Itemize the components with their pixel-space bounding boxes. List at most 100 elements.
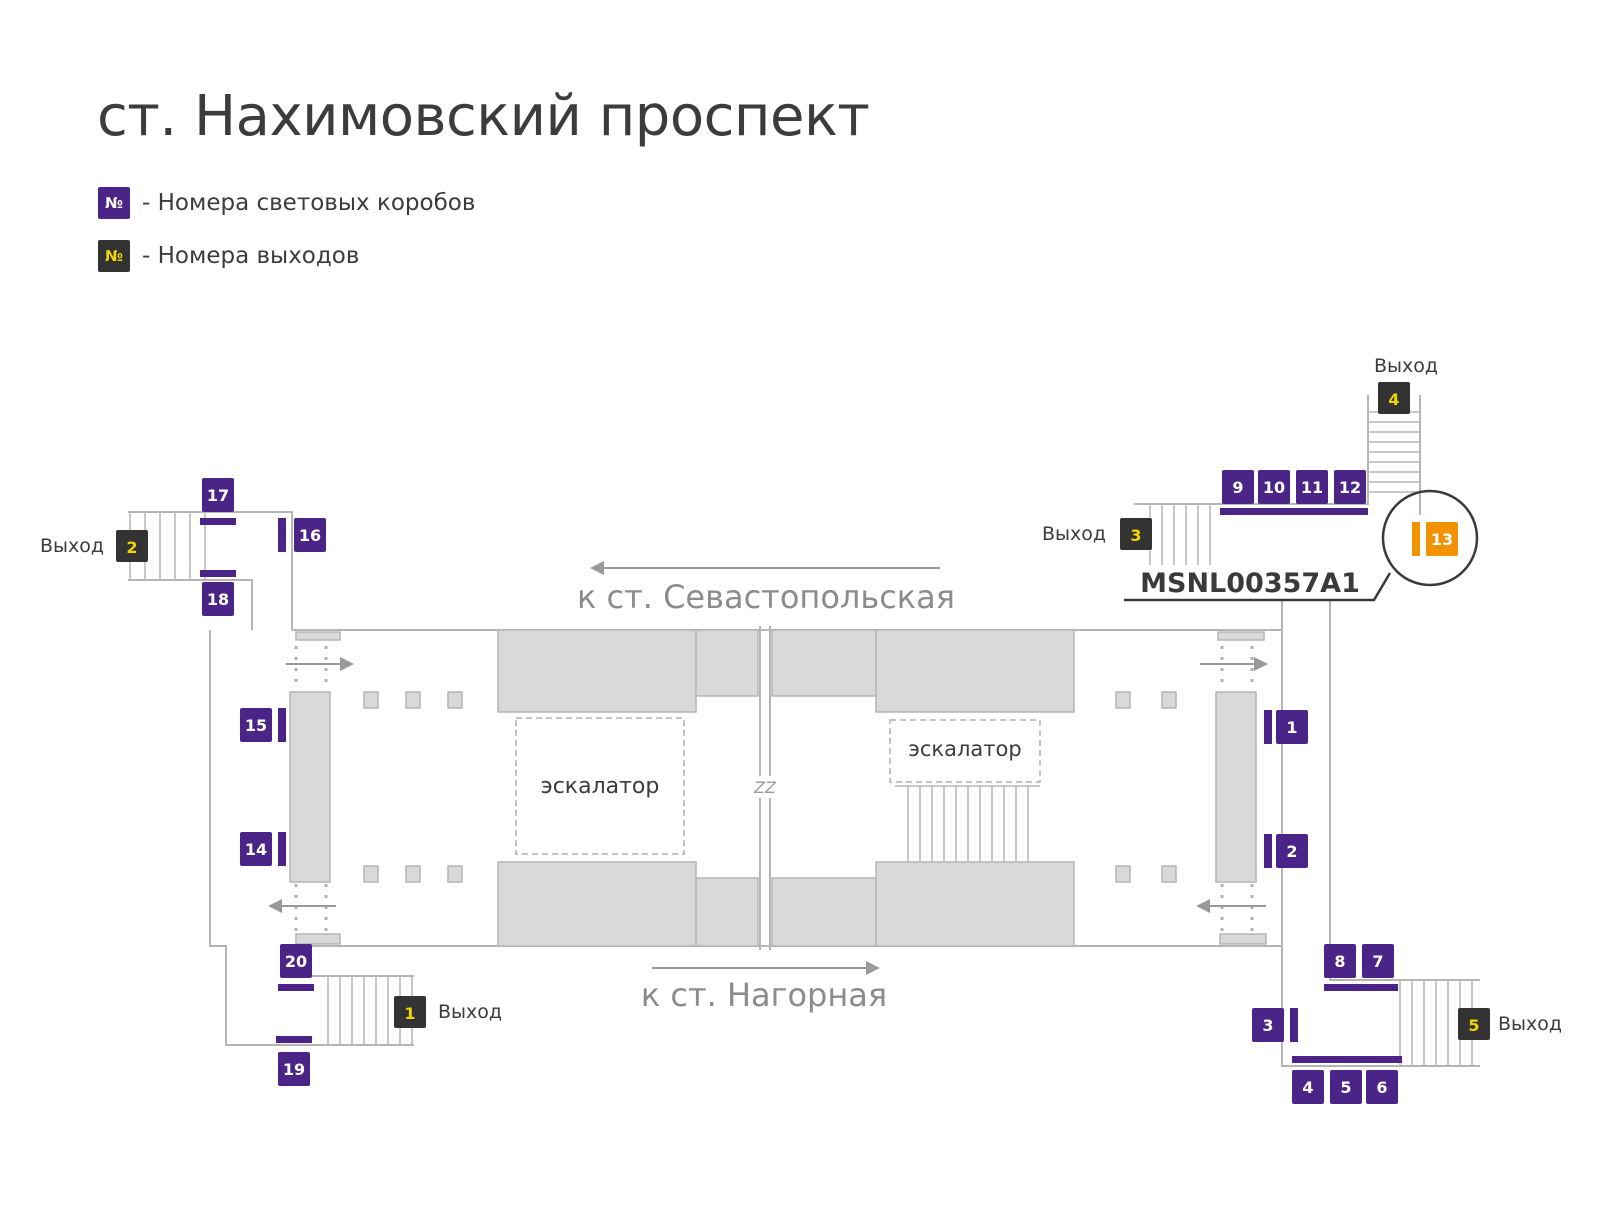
block-sc-left: [695, 877, 759, 947]
lightbox-19-badge: 19: [278, 1052, 310, 1086]
lightbox-6-number: 6: [1376, 1078, 1387, 1097]
lightbox-4-badge: 4: [1292, 1070, 1324, 1104]
lightbox-3-number: 3: [1262, 1016, 1273, 1035]
lightbox-11-badge: 11: [1296, 470, 1328, 504]
flow-markers: [268, 561, 1268, 975]
lightbox-9-number: 9: [1232, 478, 1243, 497]
block-nc-right: [771, 629, 877, 697]
exit-2-word: Выход: [40, 535, 104, 557]
highlight-circle: [1381, 489, 1479, 587]
legend-lightbox: № - Номера световых коробов: [98, 187, 475, 219]
lightbox-16-number: 16: [299, 526, 321, 545]
exit-1-badge: 1: [394, 996, 426, 1028]
lightbox-11-number: 11: [1301, 478, 1323, 497]
block-sw: [497, 861, 697, 947]
break-mark: ZZ: [753, 778, 777, 797]
block-sc-right: [771, 877, 877, 947]
arrow-south-direction: [866, 961, 880, 975]
block-se: [875, 861, 1075, 947]
exit-3-number: 3: [1130, 526, 1141, 545]
lightbox-10-number: 10: [1263, 478, 1285, 497]
arrow-north-direction: [590, 561, 604, 575]
lightbox-14-number: 14: [245, 840, 267, 859]
west-upper-passage-wall: [210, 511, 293, 630]
exit-2-number: 2: [126, 538, 137, 557]
lightbox-9-badge: 9: [1222, 470, 1254, 504]
lightbox-12-badge: 12: [1334, 470, 1366, 504]
lightbox-3-badge: 3: [1252, 1008, 1284, 1042]
escalator-zone-west: [515, 717, 685, 855]
structural-blocks: [289, 629, 1267, 947]
exit-1-word: Выход: [438, 1001, 502, 1023]
exit-1-number: 1: [404, 1004, 415, 1023]
exit-4-number: 4: [1388, 390, 1399, 409]
lightbox-20-number: 20: [285, 952, 307, 971]
exit-4-badge: 4: [1378, 382, 1410, 414]
highlight-code: MSNL00357A1: [1140, 568, 1360, 599]
break-bg: [752, 776, 778, 798]
pillar-east: [1215, 691, 1257, 883]
lightbox-13-number: 13: [1431, 530, 1453, 549]
lightbox-20-badge: 20: [280, 944, 312, 978]
arrow-east-ne: [1254, 657, 1268, 671]
lightbox-5-number: 5: [1340, 1078, 1351, 1097]
lightbox-7-badge: 7: [1362, 944, 1394, 978]
door-sw: [295, 933, 341, 945]
exit-3-badge: 3: [1120, 518, 1152, 550]
lightbox-4-number: 4: [1302, 1078, 1313, 1097]
stairs-escalator-east: [895, 785, 1040, 862]
escalator-zone-east: [889, 719, 1041, 783]
exit-2-walls: [128, 511, 253, 630]
escalator-label-east: эскалатор: [908, 737, 1021, 761]
lightbox-18-number: 18: [207, 590, 229, 609]
door-ne: [1217, 631, 1265, 641]
door-nw: [295, 631, 341, 641]
legend-lightbox-swatch: №: [98, 187, 130, 219]
block-nc-left: [695, 629, 759, 697]
direction-north: к ст. Севастопольская: [577, 578, 955, 616]
exit-5-walls: [1400, 979, 1480, 1067]
exit-4-word: Выход: [1374, 355, 1438, 377]
lightbox-18-badge: 18: [202, 582, 234, 616]
lightbox-10-badge: 10: [1258, 470, 1290, 504]
legend-exit-label: - Номера выходов: [142, 243, 360, 269]
lightbox-16-badge: 16: [294, 518, 326, 552]
lightbox-6-badge: 6: [1366, 1070, 1398, 1104]
lightbox-7-number: 7: [1372, 952, 1383, 971]
arrow-east-nw: [340, 657, 354, 671]
legend-lightbox-label: - Номера световых коробов: [142, 190, 476, 216]
exit-5-word: Выход: [1498, 1013, 1562, 1035]
legend-exit-swatch: №: [98, 240, 130, 272]
lightbox-2-number: 2: [1286, 842, 1297, 861]
lightbox-1-badge: 1: [1276, 710, 1308, 744]
direction-south: к ст. Нагорная: [641, 976, 887, 1014]
lightbox-12-number: 12: [1339, 478, 1361, 497]
arrow-west-sw: [268, 899, 282, 913]
legend-exit: № - Номера выходов: [98, 240, 359, 272]
lightbox-13-bar: [1412, 522, 1420, 556]
exit-2-badge: 2: [116, 530, 148, 562]
stairs-exit-4: [1368, 411, 1420, 493]
lightbox-8-badge: 8: [1324, 944, 1356, 978]
exit-5-number: 5: [1468, 1016, 1479, 1035]
lightbox-17-badge: 17: [202, 478, 234, 512]
exit-3-word: Выход: [1042, 523, 1106, 545]
lightbox-1-number: 1: [1286, 718, 1297, 737]
stairs-exit-3: [1149, 504, 1211, 565]
lightbox-19-number: 19: [283, 1060, 305, 1079]
lightbox-17-number: 17: [207, 486, 229, 505]
lightbox-8-number: 8: [1334, 952, 1345, 971]
page-title: ст. Нахимовский проспект: [97, 84, 870, 149]
east-lower-passage-wall: [1281, 600, 1400, 1067]
lightbox-14-badge: 14: [240, 832, 272, 866]
lightbox-15-badge: 15: [240, 708, 272, 742]
block-nw: [497, 629, 697, 713]
lightbox-5-badge: 5: [1330, 1070, 1362, 1104]
lightbox-2-badge: 2: [1276, 834, 1308, 868]
highlight-leader-line: [1124, 572, 1392, 602]
lightbox-bars: [200, 508, 1402, 1063]
block-ne: [875, 629, 1075, 713]
pillar-west: [289, 691, 331, 883]
exit-5-badge: 5: [1458, 1008, 1490, 1040]
